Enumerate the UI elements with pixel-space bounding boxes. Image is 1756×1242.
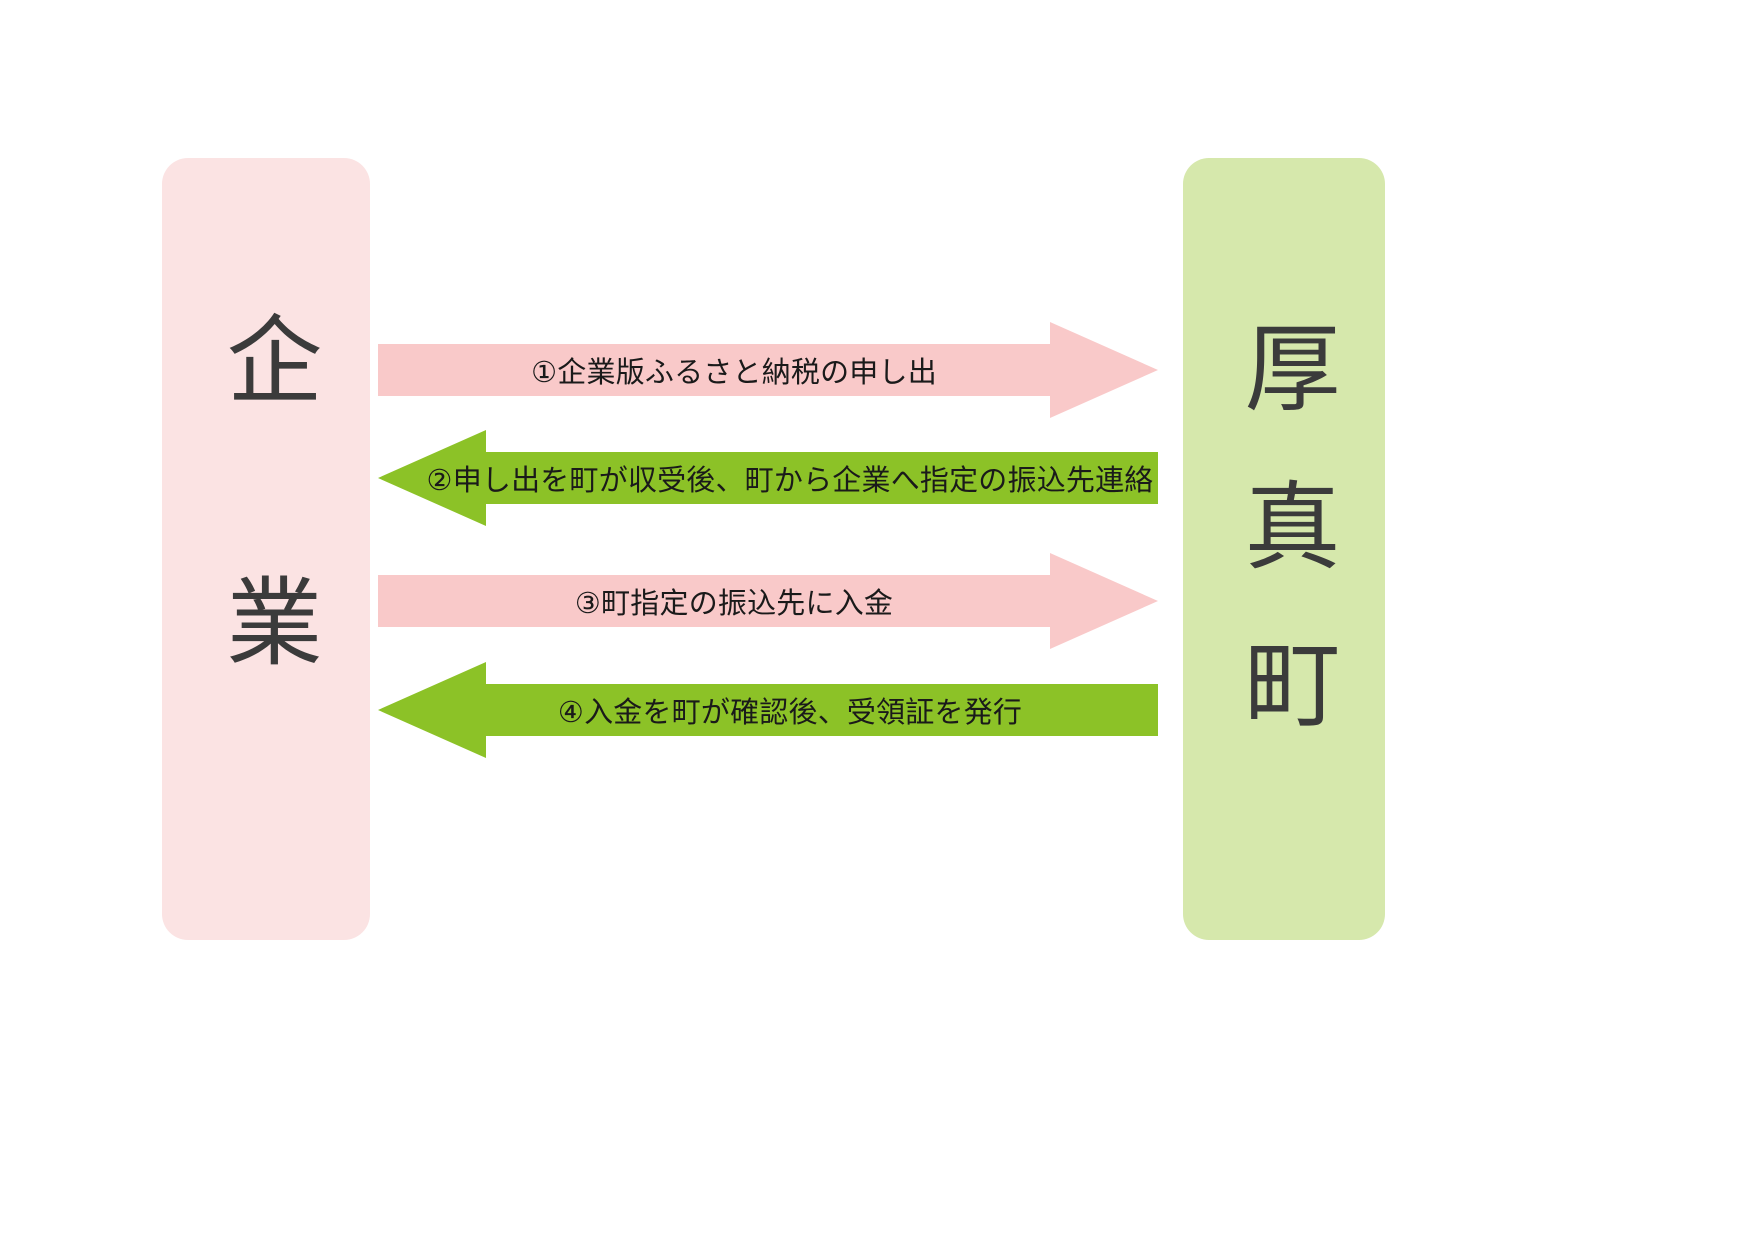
party-label-company: 企業 [210, 310, 322, 834]
party-box-town: 厚真町 [1183, 158, 1385, 940]
flow-arrow-3: ③町指定の振込先に入金 [378, 553, 1158, 649]
party-box-company: 企業 [162, 158, 370, 940]
flow-arrow-2: ②申し出を町が収受後、町から企業へ指定の振込先連絡 [378, 430, 1158, 526]
flow-arrow-1: ①企業版ふるさと納税の申し出 [378, 322, 1158, 418]
flow-label-1: ①企業版ふるさと納税の申し出 [531, 355, 937, 389]
arrow-left-icon [378, 430, 1158, 526]
arrow-left-icon [378, 662, 1158, 758]
flow-arrow-4: ④入金を町が確認後、受領証を発行 [378, 662, 1158, 758]
flow-label-3: ③町指定の振込先に入金 [574, 586, 894, 620]
flow-label-2: ②申し出を町が収受後、町から企業へ指定の振込先連絡 [426, 463, 1154, 497]
party-label-town: 厚真町 [1228, 318, 1340, 792]
arrow-right-icon [378, 322, 1158, 418]
arrow-right-icon [378, 553, 1158, 649]
flow-label-4: ④入金を町が確認後、受領証を発行 [557, 695, 1023, 729]
